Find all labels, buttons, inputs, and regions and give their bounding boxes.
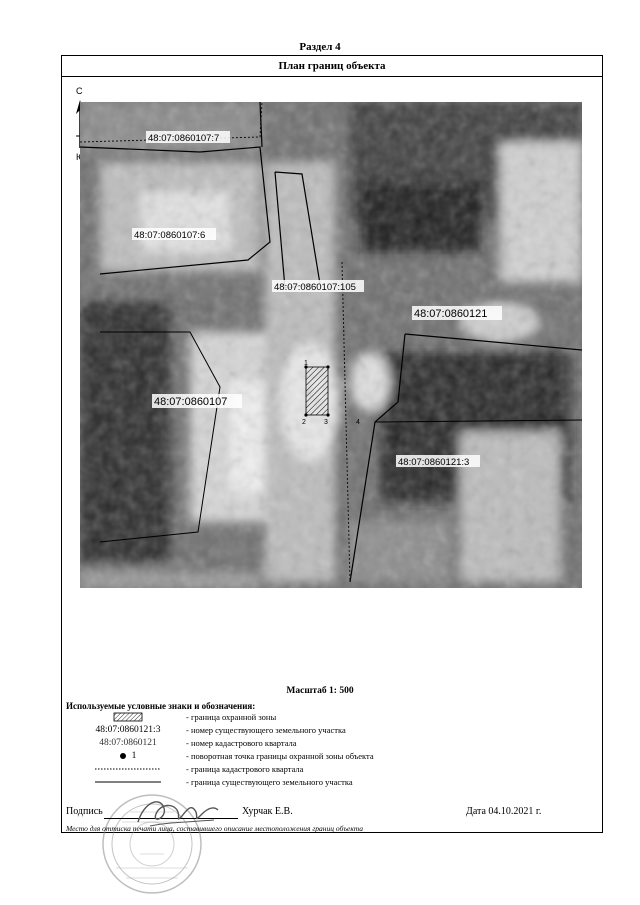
legend-desc: - граница охранной зоны: [186, 712, 277, 722]
parcel-boundary-quarter: [99, 331, 221, 543]
protection-zone: [305, 366, 329, 416]
parcel-boundary-6: [80, 146, 271, 275]
plan-frame: [61, 55, 603, 833]
parcel-boundary-3: [349, 333, 406, 583]
legend-symbol: [66, 763, 190, 776]
quarter-label: 48:07:0860107: [154, 396, 227, 408]
legend-row: - граница существующего земельного участ…: [66, 776, 586, 789]
turning-point-2: [326, 365, 330, 369]
legend-desc: - номер существующего земельного участка: [186, 725, 346, 735]
turning-point-label: 2: [302, 419, 306, 426]
aerial-map: 1 2 3 4 48:07:0860107:7 48:07:0860107:6 …: [80, 102, 582, 588]
parcel-label: 48:07:0860107:105: [274, 282, 356, 293]
signature-line: [104, 818, 238, 819]
legend-symbol: 48:07:0860121:3: [95, 725, 161, 735]
turning-point-4: [304, 413, 308, 417]
signature-date: Дата 04.10.2021 г.: [466, 806, 542, 817]
hatched-box-icon: [113, 712, 143, 722]
legend-symbol: [66, 776, 190, 789]
turning-point-label: 1: [304, 360, 308, 367]
parcel-boundary-3-top: [374, 419, 582, 423]
turning-point-label: 4: [356, 419, 360, 426]
legend-row: 1 - поворотная точка границы охранной зо…: [66, 750, 586, 763]
signature-icon: [137, 801, 219, 827]
quarter-label: 48:07:0860121: [414, 308, 487, 320]
legend-row: - граница охранной зоны: [66, 711, 586, 724]
legend-desc: - номер кадастрового квартала: [186, 738, 297, 748]
dot-icon: [119, 752, 126, 759]
legend-row: 48:07:0860121:3 - номер существующего зе…: [66, 724, 586, 737]
parcel-label: 48:07:0860107:7: [148, 133, 219, 144]
scale-label: Масштаб 1: 500: [286, 686, 354, 696]
solid-line-icon: [95, 781, 161, 783]
legend-row: 48:07:0860121 - номер кадастрового кварт…: [66, 737, 586, 750]
turning-point-3: [326, 413, 330, 417]
quarter-boundary: [341, 261, 351, 583]
parcel-boundary-7: [259, 102, 263, 148]
turning-point-label: 3: [324, 419, 328, 426]
section-title: Раздел 4: [299, 41, 341, 53]
legend-symbol: 1: [66, 750, 190, 763]
dotted-line-icon: [95, 768, 161, 770]
legend-row: - граница кадастрового квартала: [66, 763, 586, 776]
quarter-boundary: [80, 102, 263, 143]
plan-title: План границ объекта: [61, 55, 603, 77]
photo-grain: [80, 102, 582, 588]
parcel-boundary-quarter-121: [404, 333, 582, 351]
legend-desc: - граница кадастрового квартала: [186, 764, 304, 774]
legend-desc: - поворотная точка границы охранной зоны…: [186, 751, 374, 761]
north-label: С: [76, 86, 83, 96]
legend-title: Используемые условные знаки и обозначени…: [66, 701, 256, 711]
legend-symbol: 48:07:0860121: [99, 738, 157, 748]
turning-point-1: [304, 365, 308, 369]
signature-label: Подпись: [66, 806, 103, 817]
stamp-icon: [102, 794, 202, 894]
turning-points: 1 2 3 4: [302, 360, 360, 426]
legend-dot-number: 1: [131, 751, 137, 761]
parcel-labels: 48:07:0860107:7 48:07:0860107:6 48:07:08…: [132, 131, 502, 468]
legend-desc: - граница существующего земельного участ…: [186, 777, 353, 787]
signer-name: Хурчак Е.В.: [242, 806, 293, 817]
stamp-caption: Место для оттиска печати лица, составивш…: [66, 824, 364, 833]
parcel-label: 48:07:0860121:3: [398, 457, 469, 468]
legend-symbol: [66, 711, 190, 724]
parcel-label: 48:07:0860107:6: [134, 230, 205, 241]
